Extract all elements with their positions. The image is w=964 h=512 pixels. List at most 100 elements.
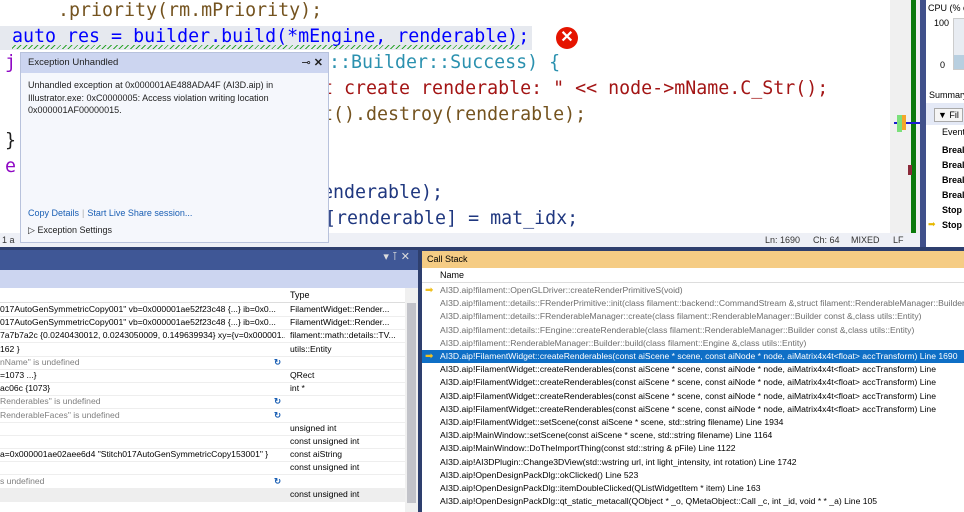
call-stack-frame[interactable]: AI3D.aip!filament::details::FRenderableM… xyxy=(422,310,964,323)
frame-text: AI3D.aip!FilamentWidget::setScene(const … xyxy=(440,417,784,427)
locals-row[interactable]: Renderables" is undefined ↻ xyxy=(0,396,405,410)
value-cell: Renderables" is undefined xyxy=(0,396,101,407)
code-fragment: } xyxy=(5,130,17,151)
locals-row[interactable]: RenderableFaces" is undefined ↻ xyxy=(0,410,405,423)
call-stack-frame[interactable]: AI3D.aip!MainWindow::DoTheImportThing(co… xyxy=(422,442,964,455)
pin-icon[interactable]: ⊺ xyxy=(391,251,398,263)
cpu-label[interactable]: CPU (% o xyxy=(928,3,964,13)
call-stack-frame[interactable]: ➡ AI3D.aip!FilamentWidget::createRenderab… xyxy=(422,350,964,364)
call-stack-frame[interactable]: AI3D.aip!FilamentWidget::createRenderabl… xyxy=(422,403,964,416)
value-cell: ac06c {1073} xyxy=(0,383,51,394)
status-eol[interactable]: LF xyxy=(893,235,904,245)
type-cell: int * xyxy=(290,383,305,394)
type-cell: const unsigned int xyxy=(290,462,360,473)
locals-row[interactable]: const unsigned int xyxy=(0,488,405,502)
locals-row[interactable]: 7a7b7a2c {0.0240430012, 0.0243050009, 0.… xyxy=(0,330,405,344)
code-fragment: enderable); xyxy=(322,182,444,203)
locals-scrollbar[interactable] xyxy=(405,288,418,512)
frame-text: AI3D.aip!AI3DPlugin::Change3DView(std::w… xyxy=(440,456,797,467)
call-stack-title: Call Stack xyxy=(422,251,964,268)
locals-row[interactable]: 017AutoGenSymmetricCopy001" vb=0x000001a… xyxy=(0,304,405,317)
value-cell: 7a7b7a2c {0.0240430012, 0.0243050009, 0.… xyxy=(0,330,285,341)
pin-icon[interactable]: ⊸ xyxy=(301,57,311,69)
cpu-y-max: 100 xyxy=(934,18,950,28)
value-cell: a=0x000001ae02aee6d4 "Stitch017AutoGenSy… xyxy=(0,449,269,460)
type-cell: unsigned int xyxy=(290,422,337,433)
locals-row[interactable]: s undefined ↻ xyxy=(0,476,405,489)
value-cell: s undefined xyxy=(0,475,45,486)
call-stack-frame[interactable]: AI3D.aip!FilamentWidget::createRenderabl… xyxy=(422,363,964,376)
call-stack-frame[interactable]: AI3D.aip!AI3DPlugin::Change3DView(std::w… xyxy=(422,456,964,469)
exception-settings-toggle[interactable]: Exception Settings xyxy=(37,225,112,235)
call-stack-frame[interactable]: AI3D.aip!filament::RenderableManager::Bu… xyxy=(422,337,964,350)
event-item[interactable]: Stop xyxy=(942,205,962,215)
call-stack-frame[interactable]: AI3D.aip!OpenDesignPackDlg::okClicked() … xyxy=(422,469,964,482)
refresh-icon[interactable]: ↻ xyxy=(274,409,282,420)
call-stack-frame[interactable]: AI3D.aip!MainWindow::setScene(const aiSc… xyxy=(422,429,964,442)
return-frame-arrow-icon: ➡ xyxy=(425,351,434,362)
event-item[interactable]: Breal xyxy=(942,145,964,155)
locals-row[interactable]: a=0x000001ae02aee6d4 "Stitch017AutoGenSy… xyxy=(0,449,405,463)
name-column-header[interactable]: Name xyxy=(422,268,964,283)
frame-text: AI3D.aip!filament::RenderableManager::Bu… xyxy=(440,337,807,348)
frame-text: AI3D.aip!FilamentWidget::createRenderabl… xyxy=(440,351,958,361)
locals-row[interactable]: =1073 ...}QRect xyxy=(0,370,405,383)
event-item[interactable]: Breal xyxy=(942,190,964,200)
error-icon[interactable]: ✕ xyxy=(556,27,578,49)
value-cell: RenderableFaces" is undefined xyxy=(0,409,120,420)
expand-icon[interactable]: ▷ xyxy=(28,225,35,235)
live-share-link[interactable]: Start Live Share session... xyxy=(87,208,193,218)
call-stack-panel: Call Stack Name ➡AI3D.aip!filament::Open… xyxy=(422,251,964,512)
status-encoding[interactable]: MIXED xyxy=(851,235,880,245)
copy-details-link[interactable]: Copy Details xyxy=(28,208,80,218)
refresh-icon[interactable]: ↻ xyxy=(274,475,282,486)
type-column-header[interactable]: Type xyxy=(290,290,310,300)
call-stack-frame[interactable]: AI3D.aip!FilamentWidget::createRenderabl… xyxy=(422,390,964,403)
event-item[interactable]: Breal xyxy=(942,175,964,185)
event-item[interactable]: Breal xyxy=(942,160,964,170)
call-stack-frame[interactable]: AI3D.aip!OpenDesignPackDlg::itemDoubleCl… xyxy=(422,482,964,495)
locals-row[interactable]: nName" is undefined↻ xyxy=(0,357,405,370)
call-stack-frame[interactable]: ➡AI3D.aip!filament::OpenGLDriver::create… xyxy=(422,284,964,297)
frame-text: AI3D.aip!OpenDesignPackDlg::qt_static_me… xyxy=(440,496,878,507)
type-cell: const aiString xyxy=(290,449,343,460)
filter-button[interactable]: ▼ Fil xyxy=(934,108,963,122)
frame-text: AI3D.aip!MainWindow::DoTheImportThing(co… xyxy=(440,443,736,454)
call-stack-frame[interactable]: AI3D.aip!filament::details::FEngine::cre… xyxy=(422,324,964,337)
close-icon[interactable]: ✕ xyxy=(313,57,323,69)
locals-row[interactable]: const unsigned int xyxy=(0,462,405,476)
value-cell: 017AutoGenSymmetricCopy001" vb=0x000001a… xyxy=(0,317,276,328)
frame-text: AI3D.aip!filament::details::FRenderPrimi… xyxy=(440,298,964,309)
locals-row[interactable]: 162 }utils::Entity xyxy=(0,344,405,357)
frame-text: AI3D.aip!MainWindow::setScene(const aiSc… xyxy=(440,430,773,441)
dropdown-icon[interactable]: ▾ xyxy=(383,251,389,263)
call-stack-frame[interactable]: AI3D.aip!FilamentWidget::setScene(const … xyxy=(422,416,964,429)
frame-text: AI3D.aip!FilamentWidget::createRenderabl… xyxy=(440,403,936,414)
call-stack-frame[interactable]: AI3D.aip!OpenDesignPackDlg::qt_static_me… xyxy=(422,495,964,508)
code-line-current: auto res = builder.build(*mEngine, rende… xyxy=(12,26,530,47)
call-stack-frame[interactable]: AI3D.aip!filament::details::FRenderPrimi… xyxy=(422,297,964,310)
warning-squiggle xyxy=(12,45,520,49)
call-stack-frame[interactable]: AI3D.aip!FilamentWidget::createRenderabl… xyxy=(422,376,964,389)
code-fragment: t().destroy(renderable); xyxy=(322,104,587,125)
frame-text: AI3D.aip!OpenDesignPackDlg::itemDoubleCl… xyxy=(440,483,761,493)
locals-title-bar: ▾ ⊺ ✕ xyxy=(0,250,418,270)
value-cell: 162 } xyxy=(0,343,20,354)
summary-tab[interactable]: Summary xyxy=(929,90,964,100)
code-fragment: t create renderable: " << node->mName.C_… xyxy=(322,78,829,99)
close-icon[interactable]: ✕ xyxy=(400,251,410,263)
event-item[interactable]: Stop xyxy=(942,220,962,230)
caret-marker xyxy=(894,122,920,124)
code-fragment: ::Builder::Success) { xyxy=(329,52,561,73)
editor-scrollbar-map[interactable] xyxy=(890,0,920,233)
locals-row[interactable]: 017AutoGenSymmetricCopy001" vb=0x000001a… xyxy=(0,317,405,331)
locals-row[interactable]: unsigned int xyxy=(0,423,405,436)
value-cell: =1073 ...} xyxy=(0,370,37,380)
refresh-icon[interactable]: ↻ xyxy=(274,396,282,407)
exception-popup: Exception Unhandled ⊸ ✕ Unhandled except… xyxy=(20,52,329,243)
locals-row[interactable]: ac06c {1073} int * xyxy=(0,383,405,397)
current-event-arrow-icon: ➡ xyxy=(928,219,936,229)
locals-row[interactable]: const unsigned int xyxy=(0,436,405,449)
refresh-icon[interactable]: ↻ xyxy=(274,356,282,367)
frame-text: AI3D.aip!filament::details::FEngine::cre… xyxy=(440,324,915,335)
